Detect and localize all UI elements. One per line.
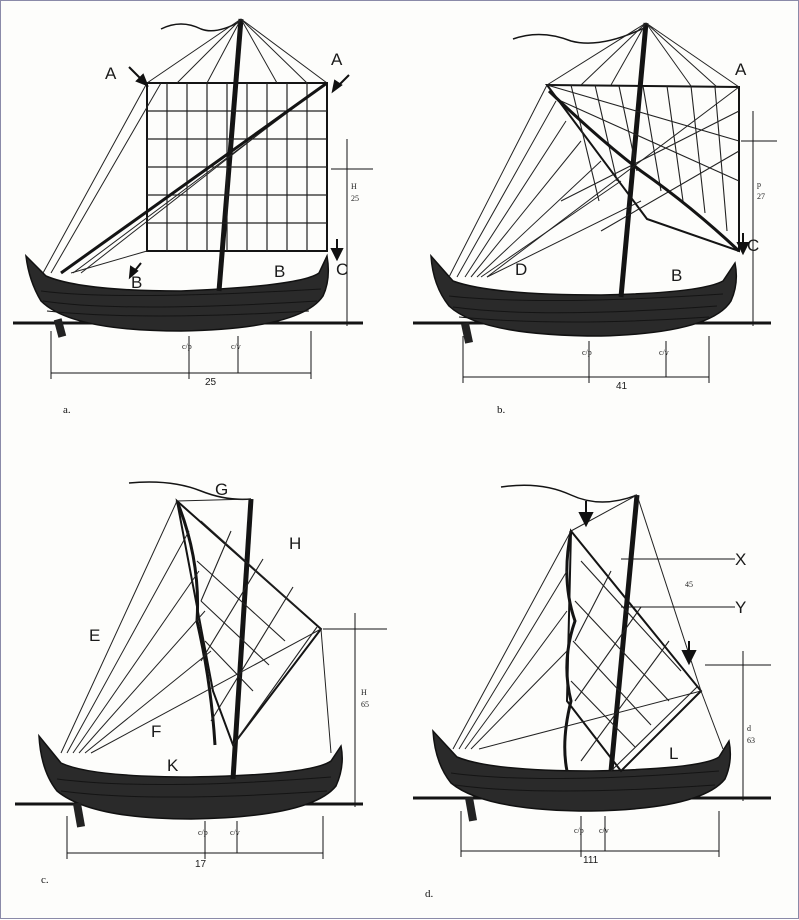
cv-a: c/v [231, 342, 241, 351]
height-label-b: p [757, 180, 761, 189]
label-c-F: F [151, 722, 161, 741]
panel-label-b: b. [497, 404, 506, 416]
cp-d: c/p [574, 826, 584, 835]
label-c-H: H [289, 534, 301, 553]
hull-b [430, 253, 738, 337]
hull-a [24, 253, 330, 332]
label-b-D: D [515, 260, 527, 279]
height-label-d: d [747, 724, 751, 733]
label-b-C: C [747, 236, 759, 255]
label-b-B: B [671, 266, 682, 285]
label-d-L: L [669, 744, 678, 763]
height-value-c: 65 [361, 700, 369, 709]
panel-a [13, 18, 373, 379]
label-c-G: G [215, 480, 228, 499]
label-a-B2: B [274, 262, 285, 281]
height-value-a: 25 [351, 194, 359, 203]
panel-c [15, 481, 387, 859]
force-arrows [128, 66, 750, 666]
hull-d [432, 728, 732, 812]
cp-c: c/p [198, 828, 208, 837]
label-a-A1: A [105, 64, 117, 83]
cp-b: c/p [582, 348, 592, 357]
mid-value-d: 45 [685, 580, 693, 589]
length-value-a: 25 [205, 377, 217, 388]
panel-d [413, 484, 771, 857]
label-a-B1: B [131, 273, 142, 292]
length-value-b: 41 [616, 381, 628, 392]
cv-b: c/v [659, 348, 669, 357]
cv-d: c/v [599, 826, 609, 835]
height-label-a: H [351, 182, 357, 191]
height-value-d: 63 [747, 736, 755, 745]
length-value-d: 111 [583, 855, 599, 866]
label-b-A: A [735, 60, 747, 79]
label-d-X: X [735, 550, 746, 569]
cp-a: c/p [182, 342, 192, 351]
label-c-E: E [89, 626, 100, 645]
cv-c: c/v [230, 828, 240, 837]
panel-label-a: a. [63, 404, 71, 416]
height-label-c: H [361, 688, 367, 697]
hull-c [38, 733, 343, 820]
panel-label-d: d. [425, 888, 434, 900]
label-a-A2: A [331, 50, 343, 69]
panel-b [413, 22, 777, 383]
label-c-K: K [167, 756, 179, 775]
panel-label-c: c. [41, 874, 49, 886]
height-value-b: 27 [757, 192, 765, 201]
label-a-C: C [336, 260, 348, 279]
length-value-c: 17 [195, 859, 207, 870]
label-d-Y: Y [735, 598, 746, 617]
